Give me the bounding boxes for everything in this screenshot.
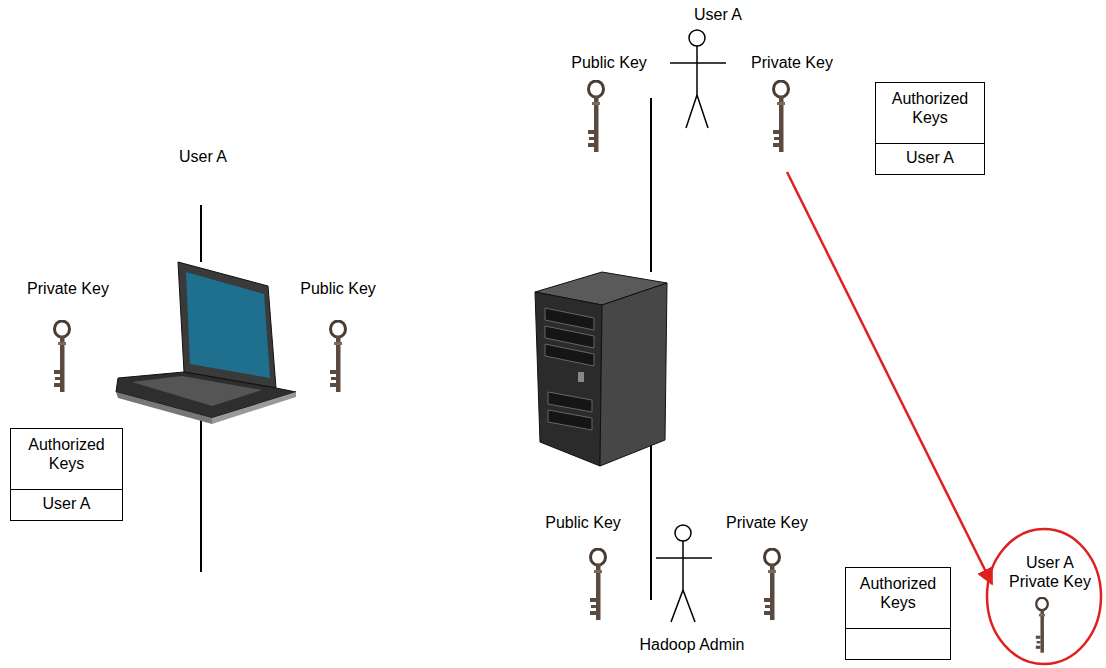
text-label: Public Key	[299, 280, 377, 298]
authorized-keys-table: Authorized KeysUser A	[10, 428, 123, 521]
text-label: Hadoop Admin	[639, 636, 746, 654]
authorized-keys-table: Authorized KeysUser A	[875, 82, 985, 175]
text-label: Private Key	[750, 54, 834, 72]
wire	[650, 420, 652, 600]
laptop-icon	[116, 262, 296, 424]
user-figure	[670, 30, 726, 128]
text-label: User A	[693, 6, 743, 24]
text-label: Public Key	[544, 514, 622, 532]
wire	[200, 412, 202, 572]
table-row-cell	[846, 629, 950, 659]
text-label: Private Key	[725, 514, 809, 532]
ellipse-caption: User A Private Key	[1007, 553, 1093, 591]
key-icon	[1036, 598, 1048, 653]
table-header: Authorized Keys	[892, 90, 969, 126]
table-header: Authorized Keys	[28, 436, 105, 472]
ellipse-outline	[987, 529, 1101, 664]
server-icon	[535, 272, 667, 466]
table-header-cell: Authorized Keys	[846, 568, 950, 629]
highlight-ellipse: User A Private Key	[985, 527, 1103, 666]
text-label: Public Key	[570, 54, 648, 72]
table-row-cell: User A	[876, 144, 984, 174]
authorized-keys-table: Authorized Keys	[845, 567, 951, 660]
wire	[650, 98, 652, 272]
admin-figure	[656, 525, 712, 622]
text-label: User A	[178, 148, 228, 166]
table-header: Authorized Keys	[860, 575, 937, 611]
text-label: Private Key	[26, 280, 110, 298]
table-entry: User A	[42, 495, 90, 512]
key-icon	[54, 81, 789, 620]
table-row-cell: User A	[11, 490, 122, 520]
table-entry: User A	[906, 149, 954, 166]
wire	[200, 205, 202, 262]
transfer-arrow	[787, 172, 992, 584]
table-header-cell: Authorized Keys	[876, 83, 984, 144]
table-header-cell: Authorized Keys	[11, 429, 122, 490]
ellipse-outline	[985, 527, 1103, 666]
